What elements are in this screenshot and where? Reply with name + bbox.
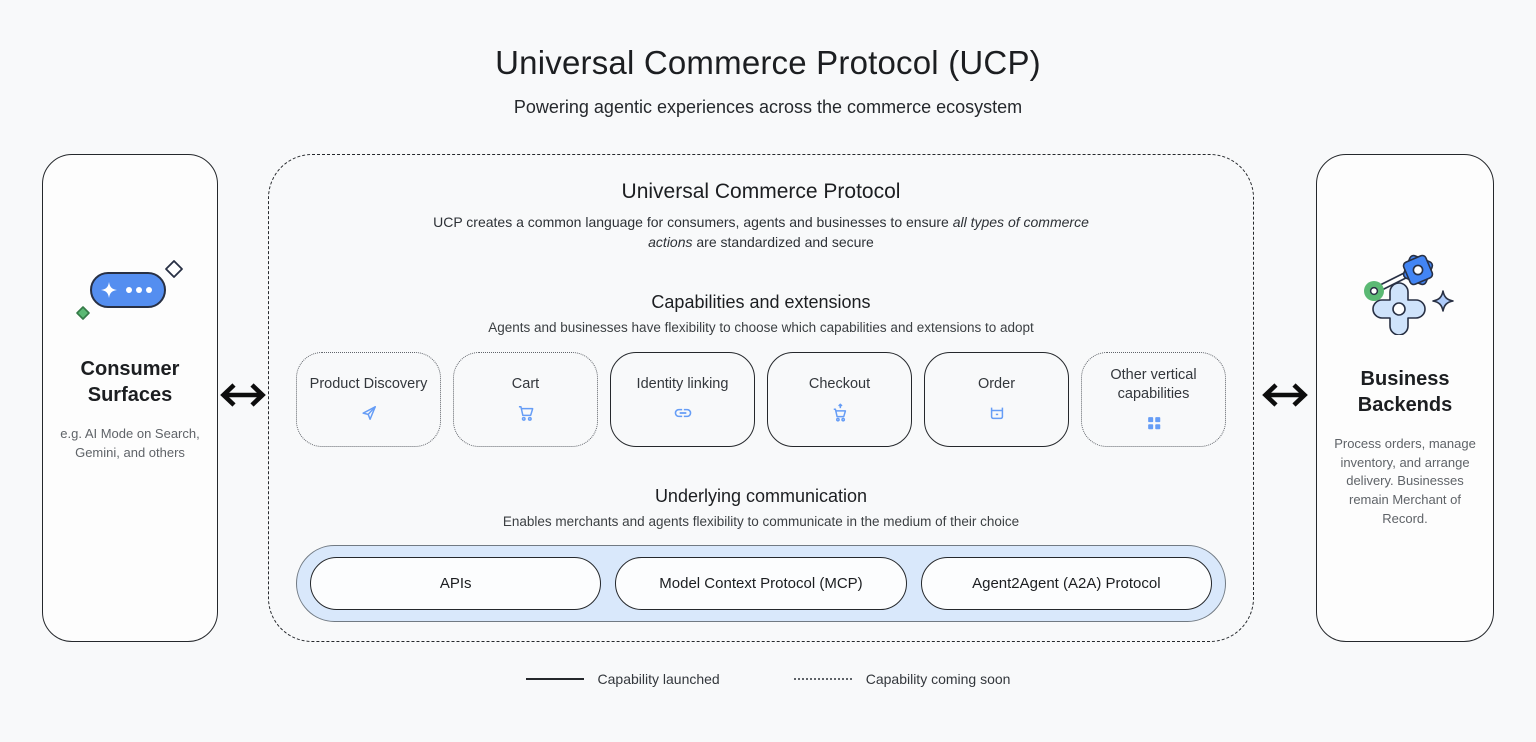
business-backends-panel: Business Backends Process orders, manage… <box>1316 154 1494 642</box>
page-subtitle: Powering agentic experiences across the … <box>513 97 1023 117</box>
capability-label: Order <box>977 376 1016 393</box>
communication-section-title: Underlying communication <box>654 485 868 506</box>
gear-automation-icon <box>1347 247 1463 340</box>
cart-icon <box>516 403 536 423</box>
consumer-surfaces-title: Consumer Surfaces <box>80 358 180 407</box>
double-arrow-icon <box>220 383 266 407</box>
ucp-title: Universal Commerce Protocol <box>621 180 901 203</box>
capability-card-other-vertical: Other vertical capabilities <box>1081 351 1226 447</box>
link-icon <box>673 403 693 423</box>
capability-card-identity-linking: Identity linking <box>610 351 755 447</box>
capability-label: Product Discovery <box>309 376 428 393</box>
send-icon <box>359 403 379 423</box>
legend-launched-label: Capability launched <box>597 671 720 687</box>
capability-card-checkout: Checkout <box>767 351 912 447</box>
ucp-description-part1: UCP creates a common language for consum… <box>433 214 953 230</box>
capability-label: Other vertical capabilities <box>1110 366 1197 402</box>
page-title: Universal Commerce Protocol (UCP) <box>495 44 1041 81</box>
protocol-pill-apis: APIs <box>310 556 602 610</box>
capability-card-cart: Cart <box>453 351 598 447</box>
capabilities-row: Product Discovery Cart Identity linking … <box>296 351 1226 447</box>
ucp-description-italic: all types of commerce actions <box>648 214 1089 250</box>
left-bidirectional-arrow <box>218 154 268 642</box>
consumer-surfaces-description: e.g. AI Mode on Search, Gemini, and othe… <box>60 425 200 460</box>
cart-checkout-icon <box>830 403 850 423</box>
ucp-panel: Universal Commerce Protocol UCP creates … <box>268 154 1254 642</box>
protocol-pill-mcp: Model Context Protocol (MCP) <box>615 556 907 610</box>
right-bidirectional-arrow <box>1254 154 1316 642</box>
communication-section-subtitle: Enables merchants and agents flexibility… <box>502 513 1020 529</box>
capability-label: Identity linking <box>636 376 729 393</box>
capability-label: Checkout <box>808 376 871 393</box>
ucp-description-part2: are standardized and secure <box>692 233 874 250</box>
diagram-body: Consumer Surfaces e.g. AI Mode on Search… <box>42 154 1494 642</box>
legend: Capability launched Capability coming so… <box>0 671 1536 687</box>
capability-label: Cart <box>511 376 540 393</box>
ucp-description: UCP creates a common language for consum… <box>421 213 1101 253</box>
capabilities-section-title: Capabilities and extensions <box>651 291 871 312</box>
page-header: Universal Commerce Protocol (UCP) Poweri… <box>0 0 1536 118</box>
legend-coming-soon-label: Capability coming soon <box>865 671 1011 687</box>
chat-sparkle-icon <box>71 257 189 330</box>
capability-card-order: Order <box>924 351 1069 447</box>
dotted-line-sample <box>793 678 852 680</box>
capabilities-section-subtitle: Agents and businesses have flexibility t… <box>488 319 1034 335</box>
grid-icon <box>1144 413 1164 433</box>
legend-item-launched: Capability launched <box>525 671 720 687</box>
protocol-pill-a2a: Agent2Agent (A2A) Protocol <box>920 556 1212 610</box>
business-backends-title: Business Backends <box>1357 368 1453 417</box>
business-backends-description: Process orders, manage inventory, and ar… <box>1334 435 1476 527</box>
legend-item-coming-soon: Capability coming soon <box>793 671 1011 687</box>
communication-container: APIs Model Context Protocol (MCP) Agent2… <box>296 544 1226 622</box>
double-arrow-icon <box>1262 383 1308 407</box>
consumer-surfaces-panel: Consumer Surfaces e.g. AI Mode on Search… <box>42 154 218 642</box>
order-box-icon <box>987 403 1007 423</box>
solid-line-sample <box>525 678 584 680</box>
capability-card-product-discovery: Product Discovery <box>296 351 441 447</box>
